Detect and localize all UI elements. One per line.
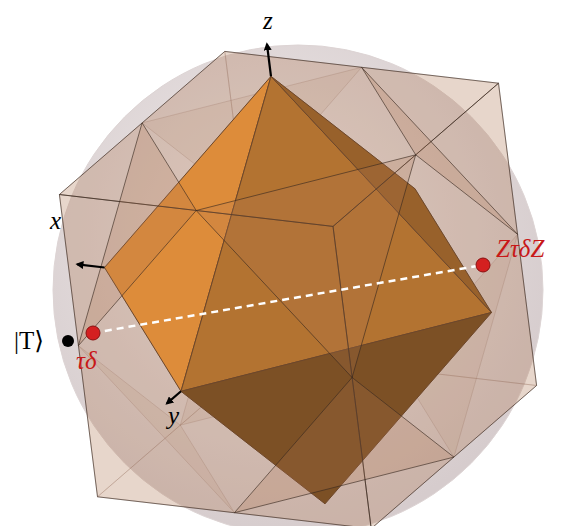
- point-label: τδ: [76, 348, 97, 373]
- axis-arrow: [77, 264, 104, 267]
- state-label: |T⟩: [14, 328, 44, 353]
- axis-label: z: [263, 8, 273, 33]
- z-tau-z-dot: [476, 258, 490, 272]
- axis-label: x: [50, 208, 61, 233]
- dashed-segment: [93, 265, 483, 333]
- bloch-sphere: [53, 45, 543, 526]
- t-state-dot: [62, 335, 74, 347]
- axis-label: y: [168, 403, 179, 428]
- tau-delta-dot: [86, 326, 100, 340]
- cuboctahedron-face: [78, 123, 196, 346]
- cuboctahedron-face: [196, 155, 416, 378]
- cuboctahedron-face: [234, 378, 454, 513]
- cuboctahedron-face: [362, 67, 518, 234]
- axis-arrow: [267, 44, 271, 76]
- axis-arrow: [167, 391, 181, 403]
- point-label: ZτδZ: [496, 236, 544, 261]
